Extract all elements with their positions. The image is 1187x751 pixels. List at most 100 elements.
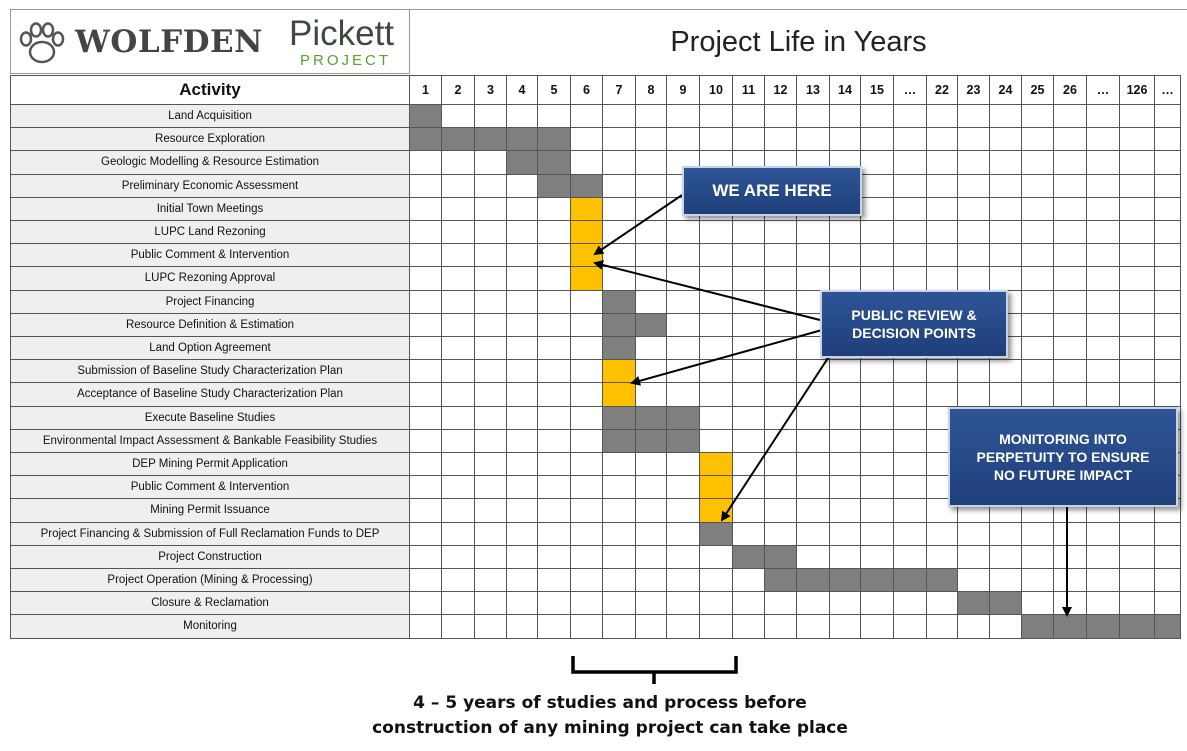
gantt-cell <box>603 105 636 129</box>
gantt-cell <box>1054 197 1087 221</box>
activity-bar <box>1155 615 1181 639</box>
activity-bar <box>410 128 442 152</box>
gantt-cell <box>507 244 538 268</box>
gantt-cell <box>507 522 538 546</box>
decision-point-bar <box>700 476 733 500</box>
gantt-cell <box>1054 383 1087 407</box>
gantt-cell <box>571 360 603 384</box>
gantt-cell <box>442 313 475 337</box>
gantt-cell <box>1120 197 1155 221</box>
gantt-cell <box>410 592 442 616</box>
gantt-cell <box>538 244 571 268</box>
gantt-cell <box>410 197 442 221</box>
gantt-cell <box>538 592 571 616</box>
gantt-cell <box>1087 174 1120 198</box>
gantt-cell <box>571 337 603 361</box>
gantt-cell <box>990 337 1022 361</box>
gantt-cell <box>1022 244 1054 268</box>
gantt-cell <box>733 244 765 268</box>
gantt-cell <box>1054 151 1087 175</box>
gantt-cell <box>927 545 958 569</box>
decision-point-bar <box>571 197 603 221</box>
gantt-cell <box>830 406 861 430</box>
gantt-cell <box>1054 174 1087 198</box>
gantt-cell <box>667 453 700 477</box>
gantt-cell <box>475 221 507 245</box>
gantt-cell <box>700 615 733 639</box>
gantt-cell <box>797 383 830 407</box>
gantt-cell <box>990 383 1022 407</box>
gantt-cell <box>861 174 894 198</box>
gantt-cell <box>1120 244 1155 268</box>
gantt-cell <box>958 221 990 245</box>
gantt-cell <box>733 476 765 500</box>
gantt-cell <box>538 522 571 546</box>
footer-line-2: construction of any mining project can t… <box>372 718 848 738</box>
gantt-cell <box>1087 569 1120 593</box>
gantt-cell <box>797 267 830 291</box>
gantt-cell <box>861 429 894 453</box>
gantt-cell <box>475 105 507 129</box>
gantt-cell <box>475 313 507 337</box>
gantt-cell <box>733 221 765 245</box>
gantt-cell <box>442 151 475 175</box>
gantt-cell <box>442 592 475 616</box>
gantt-cell <box>990 128 1022 152</box>
gantt-cell <box>733 128 765 152</box>
gantt-cell <box>410 615 442 639</box>
gantt-cell <box>700 337 733 361</box>
gantt-cell <box>861 453 894 477</box>
gantt-cell <box>797 406 830 430</box>
gantt-cell <box>442 244 475 268</box>
gantt-cell <box>603 592 636 616</box>
gantt-cell <box>1155 105 1181 129</box>
gantt-cell <box>571 105 603 129</box>
gantt-cell <box>538 406 571 430</box>
gantt-cell <box>1022 545 1054 569</box>
gantt-cell <box>1022 197 1054 221</box>
gantt-cell <box>636 174 667 198</box>
gantt-cell <box>927 360 958 384</box>
gantt-cell <box>1022 174 1054 198</box>
gantt-cell <box>861 522 894 546</box>
gantt-cell <box>894 453 927 477</box>
gantt-cell <box>603 453 636 477</box>
gantt-cell <box>1054 569 1087 593</box>
gantt-cell <box>958 128 990 152</box>
gantt-cell <box>475 174 507 198</box>
gantt-cell <box>958 615 990 639</box>
gantt-cell <box>1022 290 1054 314</box>
gantt-cell <box>990 545 1022 569</box>
gantt-cell <box>1087 592 1120 616</box>
gantt-cell <box>1155 151 1181 175</box>
gantt-cell <box>1054 499 1087 523</box>
year-header: 13 <box>797 75 830 105</box>
gantt-cell <box>636 453 667 477</box>
gantt-cell <box>636 151 667 175</box>
gantt-cell <box>1120 383 1155 407</box>
gantt-cell <box>410 360 442 384</box>
gantt-cell <box>990 267 1022 291</box>
gantt-cell <box>507 174 538 198</box>
gantt-cell <box>636 615 667 639</box>
activity-bar <box>636 406 667 430</box>
gantt-cell <box>1054 360 1087 384</box>
gantt-cell <box>410 174 442 198</box>
gantt-cell <box>797 499 830 523</box>
gantt-cell <box>667 615 700 639</box>
gantt-cell <box>894 406 927 430</box>
gantt-cell <box>538 360 571 384</box>
gantt-cell <box>765 383 797 407</box>
logo-box: WOLFDEN Pickett PROJECT <box>10 9 410 74</box>
gantt-cell <box>861 360 894 384</box>
gantt-cell <box>538 429 571 453</box>
gantt-cell <box>475 615 507 639</box>
gantt-cell <box>507 197 538 221</box>
decision-point-bar <box>571 267 603 291</box>
gantt-cell <box>1022 313 1054 337</box>
gantt-cell <box>990 522 1022 546</box>
gantt-cell <box>1022 383 1054 407</box>
gantt-cell <box>571 476 603 500</box>
activity-bar <box>797 569 830 593</box>
gantt-cell <box>410 499 442 523</box>
